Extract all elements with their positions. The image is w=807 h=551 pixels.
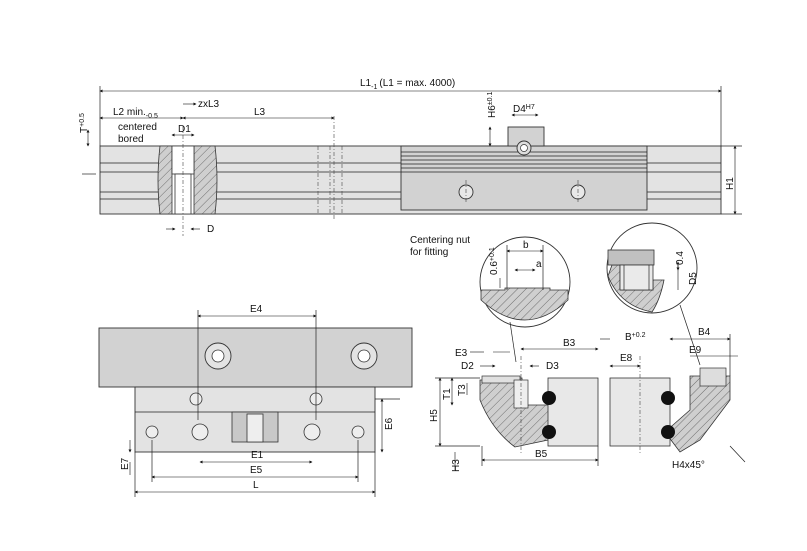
b-label: b	[523, 240, 529, 251]
b4-label: B4	[698, 327, 711, 338]
for-fitting-label: for fitting	[410, 247, 448, 258]
d1-label: D1	[178, 124, 191, 135]
a-label: a	[536, 259, 542, 270]
l-label: L	[253, 480, 259, 491]
l1-label: L1-1(L1 = max. 4000)	[360, 78, 455, 91]
e9-label: E9	[689, 345, 702, 356]
bored-label: bored	[118, 134, 144, 145]
d3-label: D3	[546, 361, 559, 372]
b3-label: B3	[563, 338, 576, 349]
t-label: T+0.5	[79, 113, 90, 133]
centered-label: centered	[118, 122, 157, 133]
carriage-top-view	[98, 327, 413, 453]
zxl3-label: zxL3	[198, 99, 220, 110]
h5-label: H5	[429, 409, 440, 422]
detail-seal: 0.4 D5	[606, 222, 701, 366]
detail-centering-nut: b a 0.6+0.1 Centering nut for fitting	[410, 235, 571, 363]
b5-label: B5	[535, 449, 548, 460]
h1-label: H1	[725, 177, 736, 190]
carriage-side-view	[400, 126, 648, 211]
cross-section-left	[479, 356, 599, 455]
e7-label: E7	[120, 457, 131, 470]
l3-label: L3	[254, 107, 266, 118]
e3-label: E3	[455, 348, 468, 359]
d2-label: D2	[461, 361, 474, 372]
h4-label: H4x45°	[672, 460, 705, 471]
top-dimensions: L1-1(L1 = max. 4000) L2 min.-0.5 centere…	[79, 78, 742, 235]
l2-label: L2 min.-0.5	[113, 107, 158, 120]
t1-label: T1	[442, 388, 453, 400]
d5-label: D5	[688, 272, 699, 285]
h3-label: H3	[451, 459, 462, 472]
centering-nut-label: Centering nut	[410, 235, 470, 246]
e1-label: E1	[251, 450, 264, 461]
bottom-left-dimensions: E4 E1 E5 L E6 E7	[120, 304, 400, 497]
e8-label: E8	[620, 353, 633, 364]
e5-label: E5	[250, 465, 263, 476]
zero4-label: 0.4	[675, 251, 686, 265]
zero6-label: 0.6+0.1	[489, 247, 500, 275]
e4-label: E4	[250, 304, 263, 315]
t3-label: T3	[457, 384, 468, 396]
bplus-label: B+0.2	[625, 332, 646, 343]
d4-label: D4H7	[513, 104, 535, 115]
bottom-right-dimensions: E3 D2 D3 B3 T1 T3 H5 H3 B5 B+0.2 E8 B4 E…	[429, 327, 746, 472]
e6-label: E6	[384, 417, 395, 430]
d-label: D	[207, 224, 214, 235]
cross-section-right	[609, 356, 731, 455]
h6-label: H6±0.1	[487, 92, 498, 118]
